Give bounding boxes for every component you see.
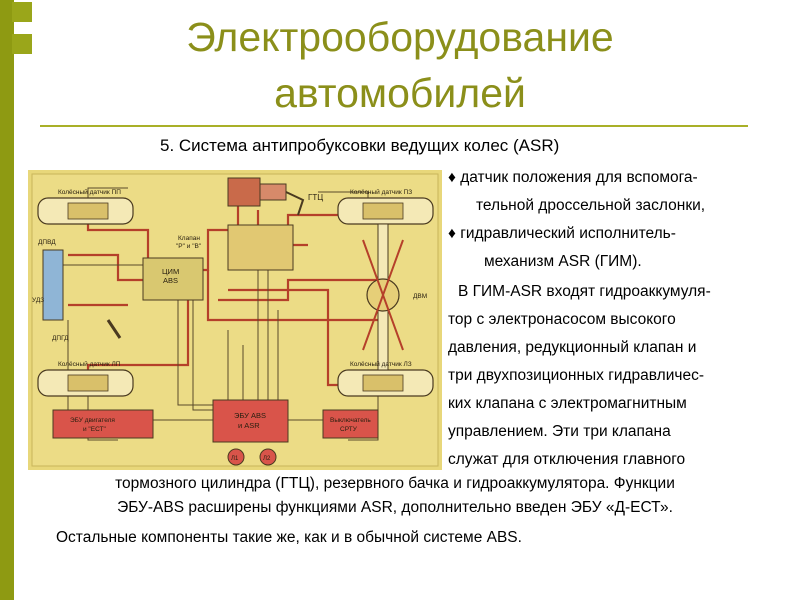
label-l2: Л2 [263, 456, 271, 462]
text-line-3: ♦ гидравлический исполнитель- [448, 225, 676, 242]
bottom-line-2: ЭБУ-ABS расширены функциями ASR, дополни… [117, 499, 673, 516]
bottom-line-3: Остальные компоненты такие же, как и в о… [56, 529, 522, 546]
ecu-abs-asr-block [212, 399, 289, 443]
lamp-l1 [227, 448, 245, 466]
hydraulic-modulator [227, 224, 294, 271]
asr-system-diagram: Колёсный датчик ПП Колёсный датчик ПЗ Ко… [28, 170, 442, 470]
label-dpgd: ДПГД [52, 335, 69, 342]
label-ecu-asr: и ASR [238, 421, 260, 430]
label-cim: ЦИМ [162, 267, 179, 276]
wheel-rear-right [337, 197, 434, 225]
text-line-11: служат для отключения главного [448, 451, 686, 468]
pedal-icon [106, 319, 122, 339]
label-cim-abs: ABS [163, 276, 178, 285]
wheel-front-left [37, 197, 134, 225]
lamp-l2 [259, 448, 277, 466]
label-valve-sub: "Р" и "В" [176, 243, 202, 250]
text-line-6: тор с электронасосом высокого [448, 311, 676, 328]
text-line-10: управлением. Эти три клапана [448, 423, 671, 440]
text-line-7: давления, редукционный клапан и [448, 339, 697, 356]
ecu-engine-block [52, 409, 154, 439]
text-line-2: тельной дроссельной заслонки, [476, 197, 706, 214]
master-cylinder [227, 177, 305, 216]
switch-srtu-block [322, 409, 379, 439]
throttle-body [42, 249, 64, 321]
text-line-5: В ГИМ-ASR входят гидроаккумуля- [458, 283, 711, 300]
wheel-rear-left [337, 369, 434, 397]
label-sensor-rr: Колёсный датчик ПЗ [350, 188, 412, 196]
label-dpvd: ДПВД [38, 239, 56, 246]
cim-abs-block [142, 257, 204, 301]
label-srtu: СРТУ [340, 426, 358, 433]
slide-subtitle: 5. Система антипробуксовки ведущих колес… [160, 136, 560, 155]
label-sensor-fr: Колёсный датчик ЛП [58, 360, 121, 368]
accent-square-top [12, 2, 32, 22]
slide-title-line2: автомобилей [274, 70, 526, 116]
rear-axle [362, 223, 404, 371]
label-valve: Клапан [178, 235, 200, 242]
text-line-4: механизм ASR (ГИМ). [484, 253, 642, 270]
label-gtc: ГТЦ [308, 193, 323, 202]
label-switch: Выключатель [330, 417, 371, 424]
label-sensor-fl: Колёсный датчик ПП [58, 188, 121, 196]
label-ecu-abs: ЭБУ ABS [234, 411, 266, 420]
label-sensor-rl: Колёсный датчик ЛЗ [350, 360, 412, 368]
wheel-front-right [37, 369, 134, 397]
label-dvm: ДВМ [413, 293, 427, 300]
slide-title-line1: Электрооборудование [186, 14, 614, 60]
accent-square-bottom [12, 34, 32, 54]
text-line-1: ♦ датчик положения для вспомога- [448, 169, 698, 186]
label-ecu-engine-est: и "ЕСТ" [83, 426, 107, 433]
label-ecu-engine: ЭБУ двигателя [70, 417, 115, 424]
text-line-8: три двухпозиционных гидравличес- [448, 367, 704, 384]
text-line-9: ких клапана с электромагнитным [448, 395, 687, 412]
bottom-line-1: тормозного цилиндра (ГТЦ), резервного ба… [115, 475, 675, 492]
label-l1: Л1 [231, 456, 239, 462]
label-udz: УДЗ [32, 297, 44, 304]
left-accent-bar [0, 0, 14, 600]
title-divider [40, 125, 748, 127]
